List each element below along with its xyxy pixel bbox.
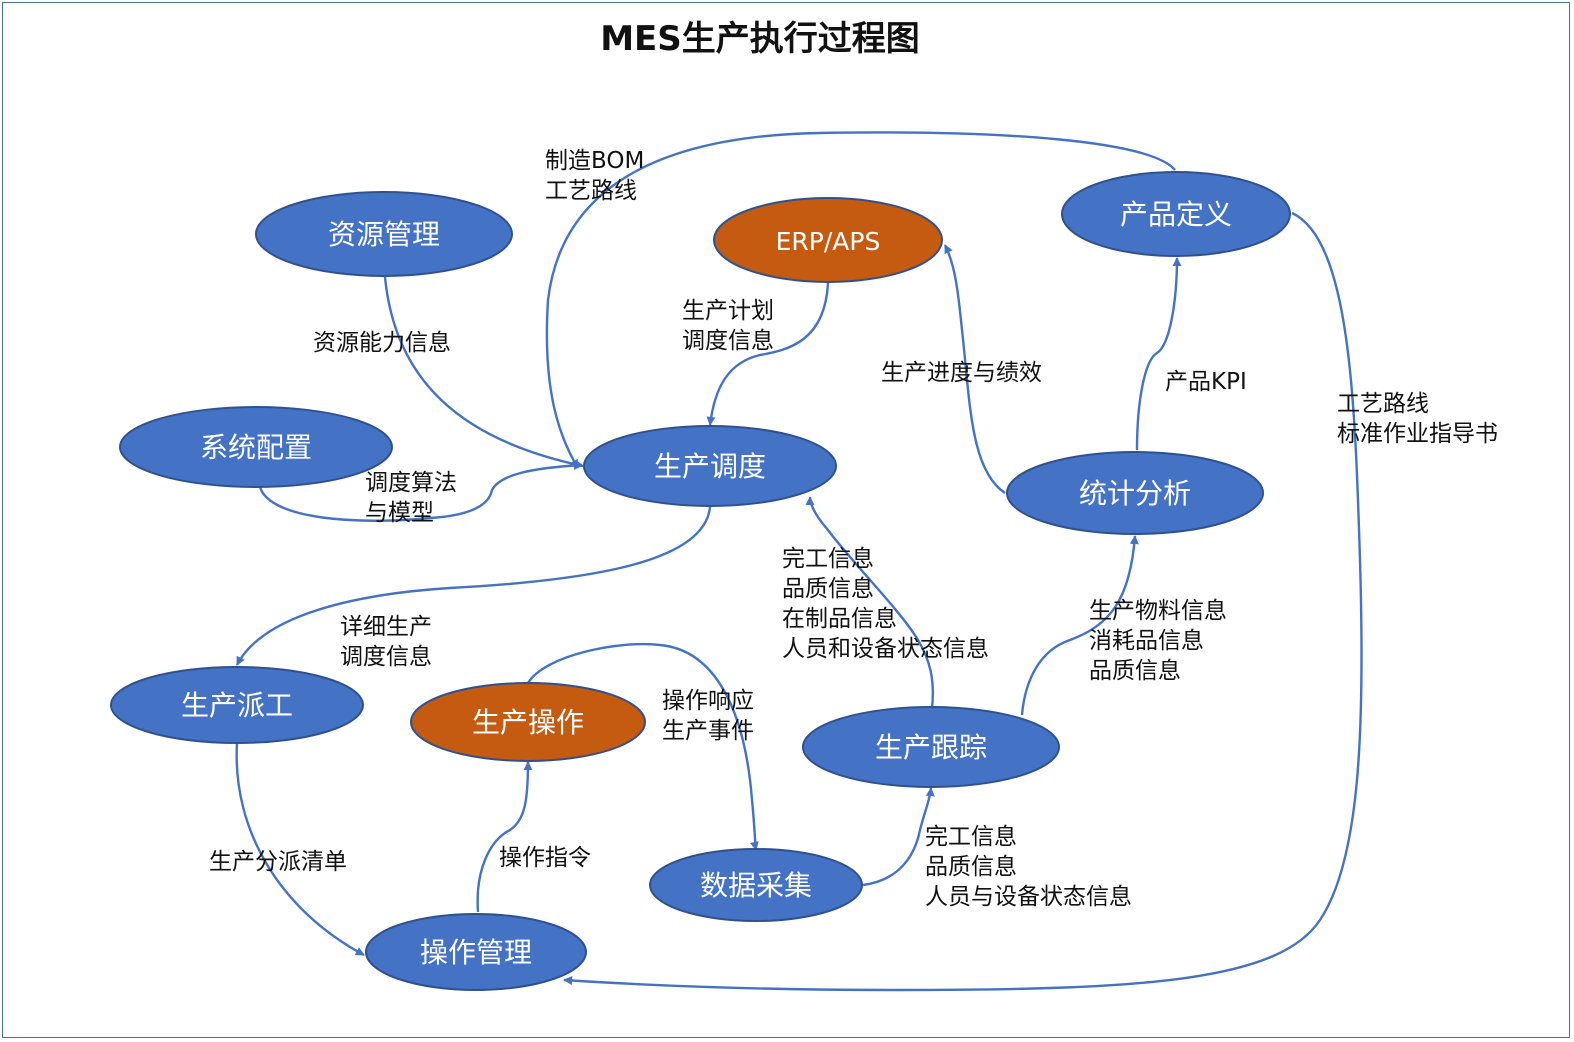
- edge-stats-to-productdef: [1135, 257, 1182, 451]
- node-label: ERP/APS: [776, 227, 881, 256]
- label-detail-schedule: 详细生产 调度信息: [340, 614, 439, 670]
- edge-scheduling-to-dispatch: [235, 506, 712, 666]
- label-line: 操作指令: [499, 845, 591, 871]
- label-line: 资源能力信息: [313, 330, 451, 356]
- edge-erp-to-scheduling: [706, 282, 830, 426]
- label-line: 生产分派清单: [209, 849, 347, 875]
- label-line: 品质信息: [782, 576, 874, 602]
- label-line: 制造BOM: [545, 148, 644, 174]
- label-line: 消耗品信息: [1089, 628, 1204, 654]
- label-progress-performance: 生产进度与绩效: [881, 360, 1042, 386]
- label-bom-route: 制造BOM 工艺路线: [545, 148, 652, 204]
- node-label: 生产跟踪: [875, 731, 987, 764]
- node-product-definition[interactable]: 产品定义: [1061, 171, 1291, 257]
- label-line: 调度算法: [365, 470, 457, 496]
- label-operation-command: 操作指令: [499, 845, 591, 871]
- label-line: 生产进度与绩效: [881, 360, 1042, 386]
- node-production-dispatch[interactable]: 生产派工: [110, 666, 364, 744]
- node-operation-management[interactable]: 操作管理: [365, 913, 587, 991]
- node-label: 生产调度: [654, 450, 766, 483]
- label-line: 产品KPI: [1165, 369, 1247, 395]
- page-title: MES生产执行过程图: [600, 19, 920, 59]
- edge-operation-to-datacollect: [526, 642, 759, 851]
- node-erp-aps[interactable]: ERP/APS: [713, 197, 943, 283]
- label-line: 生产计划: [682, 298, 774, 324]
- label-line: 生产物料信息: [1089, 598, 1227, 624]
- node-label: 产品定义: [1120, 198, 1232, 231]
- label-operation-response: 操作响应 生产事件: [662, 688, 761, 744]
- edge-tracking-to-stats: [1020, 535, 1139, 716]
- node-production-scheduling[interactable]: 生产调度: [583, 425, 837, 507]
- node-label: 资源管理: [328, 218, 440, 251]
- label-line: 调度信息: [682, 328, 774, 354]
- label-line: 在制品信息: [782, 606, 897, 632]
- label-line: 与模型: [365, 500, 434, 526]
- label-route-guide: 工艺路线 标准作业指导书: [1337, 391, 1498, 447]
- node-data-collection[interactable]: 数据采集: [649, 848, 863, 922]
- label-line: 工艺路线: [1337, 391, 1429, 417]
- node-label: 生产派工: [181, 689, 293, 722]
- node-label: 生产操作: [472, 706, 584, 739]
- node-statistics-analysis[interactable]: 统计分析: [1006, 451, 1264, 535]
- edge-tracking-to-scheduling: [805, 496, 935, 709]
- edge-dispatch-to-opmanage: [235, 742, 365, 957]
- label-line: 详细生产: [340, 614, 432, 640]
- label-line: 人员和设备状态信息: [782, 636, 989, 662]
- label-line: 生产事件: [662, 718, 754, 744]
- label-data-collection-info: 完工信息 品质信息 人员与设备状态信息: [925, 824, 1132, 910]
- edge-sysconfig-to-scheduling: [258, 460, 583, 522]
- edges: [235, 131, 1363, 992]
- edge-opmanage-to-operation: [476, 761, 533, 913]
- node-system-config[interactable]: 系统配置: [119, 406, 393, 488]
- edge-productdef-to-opmanage: [563, 211, 1363, 992]
- label-material-info: 生产物料信息 消耗品信息 品质信息: [1089, 598, 1234, 684]
- node-label: 操作管理: [420, 936, 532, 969]
- label-resource-capacity: 资源能力信息: [313, 330, 451, 356]
- label-completion-info: 完工信息 品质信息 在制品信息 人员和设备状态信息: [782, 546, 989, 662]
- label-line: 人员与设备状态信息: [925, 884, 1132, 910]
- node-label: 系统配置: [200, 431, 312, 464]
- label-line: 工艺路线: [545, 178, 637, 204]
- label-product-kpi: 产品KPI: [1165, 369, 1247, 395]
- edge-datacollect-to-tracking: [862, 787, 935, 887]
- label-line: 品质信息: [925, 854, 1017, 880]
- label-line: 完工信息: [782, 546, 874, 572]
- node-label: 数据采集: [700, 869, 812, 902]
- label-line: 品质信息: [1089, 658, 1181, 684]
- label-line: 标准作业指导书: [1337, 421, 1498, 447]
- node-resource-management[interactable]: 资源管理: [255, 191, 513, 277]
- label-algorithm-model: 调度算法 与模型: [365, 470, 464, 526]
- label-line: 调度信息: [340, 644, 432, 670]
- node-production-operation[interactable]: 生产操作: [410, 682, 646, 762]
- label-line: 完工信息: [925, 824, 1017, 850]
- label-dispatch-list: 生产分派清单: [209, 849, 347, 875]
- node-label: 统计分析: [1079, 477, 1191, 510]
- edge-resource-to-scheduling: [383, 276, 584, 469]
- node-production-tracking[interactable]: 生产跟踪: [802, 706, 1060, 788]
- edge-productdef-to-scheduling: [545, 131, 1176, 469]
- label-line: 操作响应: [662, 688, 754, 714]
- label-plan-schedule: 生产计划 调度信息: [682, 298, 781, 354]
- edge-stats-to-erp: [943, 244, 1006, 495]
